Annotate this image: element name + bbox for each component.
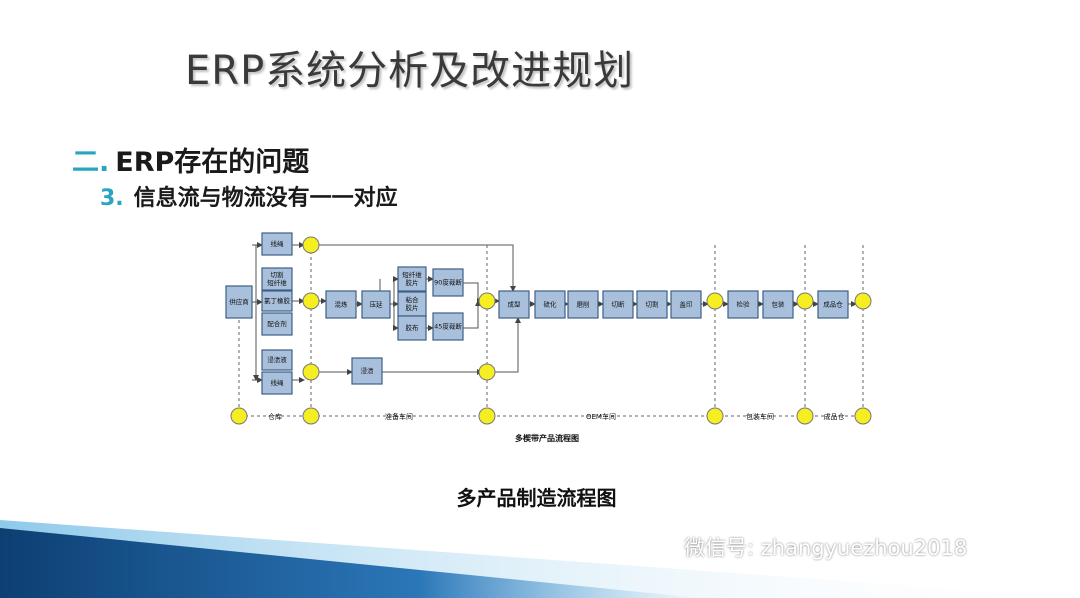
node-label: 压延 xyxy=(370,300,384,309)
node-label: 硫化 xyxy=(544,300,558,309)
item-number: 3. xyxy=(100,186,124,211)
node-label: 切断 xyxy=(612,300,626,309)
yellow-node-dot xyxy=(854,292,872,310)
node-label: 线绳 xyxy=(271,378,285,387)
diagram-title: 多楔带产品流程图 xyxy=(515,433,579,443)
node-label: 线绳 xyxy=(271,239,285,248)
node-label: 混炼 xyxy=(335,300,349,309)
zone-label: 包装车间 xyxy=(746,412,774,421)
yellow-node-dot xyxy=(302,292,320,310)
item-title: 信息流与物流没有一一对应 xyxy=(133,186,398,211)
node-pack: 包装 xyxy=(762,290,794,319)
node-label: 短纤维 xyxy=(402,270,422,279)
wechat-icon xyxy=(648,535,677,558)
caption-text: 多产品制造流程图 xyxy=(456,486,617,510)
yellow-node-dot xyxy=(302,363,320,381)
node-label: 胶片 xyxy=(406,303,419,312)
watermark: 微信号: zhangyuezhou2018 xyxy=(684,536,968,560)
node-label: 磨削 xyxy=(577,300,590,309)
node-label: 检验 xyxy=(737,300,751,309)
node-label: 成型 xyxy=(508,300,522,309)
node-mix: 混炼 xyxy=(325,290,357,319)
node-store: 成品仓 xyxy=(817,290,849,319)
node-form: 成型 xyxy=(498,290,530,319)
node-cloth: 胶布 xyxy=(397,315,427,341)
yellow-node-dot xyxy=(230,407,248,425)
section-heading: 二.ERP存在的问题 xyxy=(72,140,309,179)
node-label: 90度裁断 xyxy=(434,278,462,287)
yellow-node-dot xyxy=(302,407,320,425)
node-label: 粘合 xyxy=(406,295,420,304)
figure-caption: 多产品制造流程图 xyxy=(0,482,1080,511)
node-cutoff: 切割 xyxy=(636,290,668,319)
node-label: 胶片 xyxy=(406,278,419,287)
node-label: 切割 xyxy=(646,300,660,309)
flow-edge xyxy=(318,244,516,292)
slide-title: ERP系统分析及改进规划 xyxy=(185,48,635,94)
yellow-node-dot xyxy=(796,292,814,310)
node-line2: 线绳 xyxy=(261,371,293,395)
zone-label: 成品仓 xyxy=(824,412,845,421)
node-label: 氯丁橡胶 xyxy=(264,296,291,305)
node-label: 浸渍 xyxy=(361,366,375,375)
node-nbr: 氯丁橡胶 xyxy=(261,290,293,312)
node-label: 浸渍液 xyxy=(267,355,287,364)
zone-label: OEM车间 xyxy=(586,412,616,421)
node-label: 盖印 xyxy=(680,300,693,309)
yellow-node-dot xyxy=(796,407,814,425)
node-press: 压延 xyxy=(361,290,391,319)
node-agent: 配合剂 xyxy=(261,312,293,336)
yellow-node-dot xyxy=(302,236,320,254)
node-supplier: 供应商 xyxy=(225,285,253,319)
node-label: 配合剂 xyxy=(267,319,287,328)
yellow-node-dot xyxy=(706,292,724,310)
node-label: 45度裁断 xyxy=(434,322,462,331)
section-title: ERP存在的问题 xyxy=(115,147,310,178)
yellow-node-dot xyxy=(706,407,724,425)
flow-edge xyxy=(463,300,481,329)
node-cut90: 90度裁断 xyxy=(432,268,464,297)
node-label: 包装 xyxy=(772,300,786,309)
section-number: 二. xyxy=(72,147,110,178)
node-inspect: 检验 xyxy=(727,290,759,319)
node-label: 供应商 xyxy=(229,297,249,306)
node-label: 胶布 xyxy=(406,323,420,332)
flow-edge xyxy=(393,304,399,331)
zone-label: 仓库 xyxy=(268,412,282,421)
flow-edge xyxy=(494,317,521,373)
node-coat: 浸渍液 xyxy=(261,349,293,371)
node-dip: 浸渍 xyxy=(351,357,383,385)
node-print: 盖印 xyxy=(670,290,702,319)
node-label: 切割 xyxy=(271,270,285,279)
node-label: 短纤维 xyxy=(267,278,287,287)
node-grind: 磨削 xyxy=(567,290,599,319)
yellow-node-dot xyxy=(478,407,496,425)
node-vulc: 硫化 xyxy=(534,290,566,319)
yellow-node-dot xyxy=(478,292,496,310)
node-cut45: 45度裁断 xyxy=(432,312,464,341)
zone-label: 准备车间 xyxy=(385,412,413,421)
yellow-node-dot xyxy=(854,407,872,425)
yellow-node-dot xyxy=(478,363,496,381)
flow-edge xyxy=(390,276,399,305)
item-heading: 3. 信息流与物流没有一一对应 xyxy=(100,180,398,212)
node-rib: 切断 xyxy=(602,290,634,319)
node-label: 成品仓 xyxy=(823,300,843,309)
node-line1: 线绳 xyxy=(261,232,293,256)
